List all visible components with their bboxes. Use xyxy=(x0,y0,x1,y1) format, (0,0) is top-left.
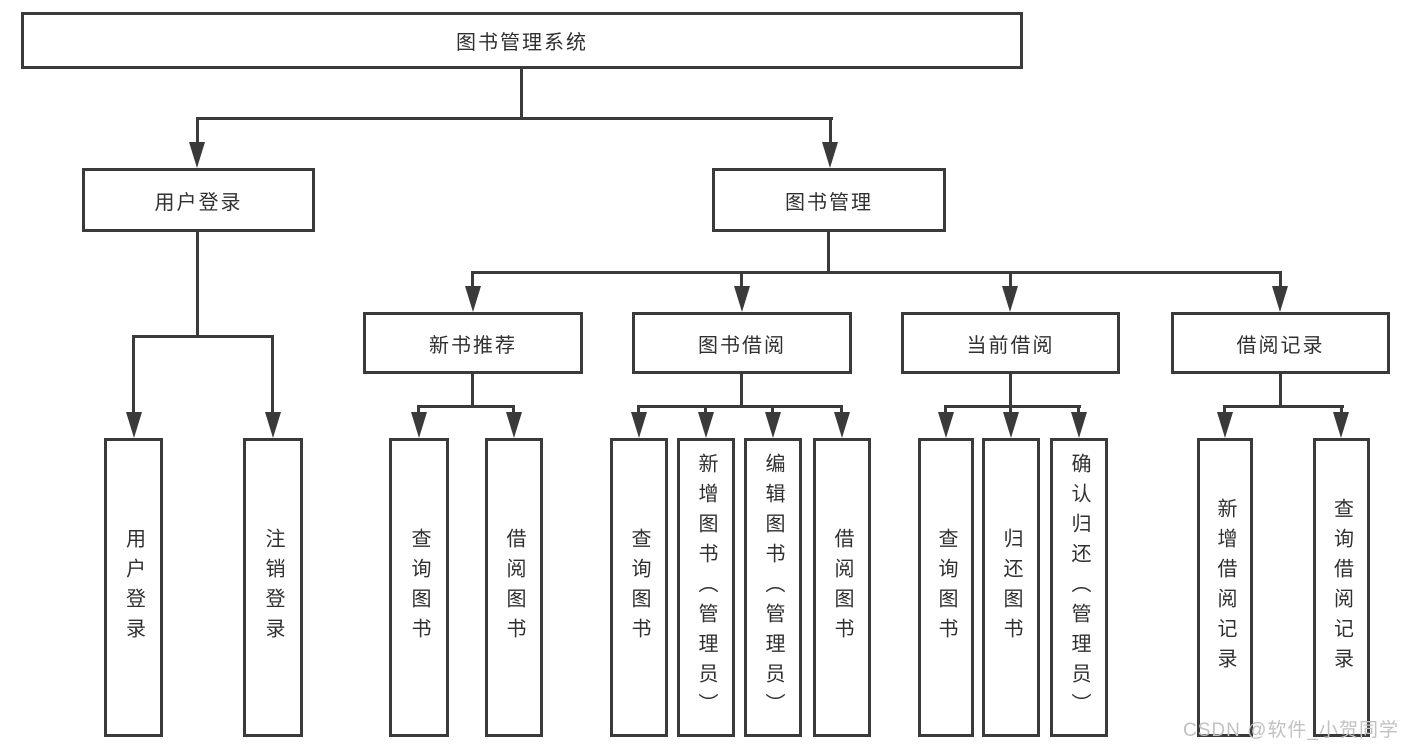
node-label: 借阅记录 xyxy=(1236,334,1325,357)
leaf-user-login: 用户登录 xyxy=(104,438,163,737)
connector-line xyxy=(417,405,420,415)
arrow-down-icon xyxy=(1003,412,1019,438)
arrow-down-icon xyxy=(126,412,142,438)
node-new-book-recommend: 新书推荐 xyxy=(363,312,583,374)
connector-line xyxy=(944,405,947,415)
arrow-down-icon xyxy=(1272,286,1288,312)
arrow-down-icon xyxy=(834,412,850,438)
connector-line xyxy=(1279,373,1282,408)
node-book-management: 图书管理 xyxy=(712,168,946,232)
connector-line xyxy=(271,335,274,415)
leaf-query-books-recommend: 查询图书 xyxy=(389,438,449,737)
arrow-down-icon xyxy=(631,412,647,438)
node-label: 图书管理 xyxy=(785,191,873,214)
arrow-down-icon xyxy=(465,286,481,312)
arrow-down-icon xyxy=(506,412,522,438)
node-label: 查询借阅记录 xyxy=(1330,497,1353,678)
leaf-add-books-admin: 新增图书（管理员） xyxy=(677,438,735,737)
connector-line xyxy=(196,117,833,120)
leaf-confirm-return-admin: 确认归还（管理员） xyxy=(1050,438,1108,737)
node-book-borrow: 图书借阅 xyxy=(632,312,852,374)
connector-line xyxy=(417,405,515,408)
node-label: 查询图书 xyxy=(628,527,650,648)
arrow-down-icon xyxy=(938,412,954,438)
node-label: 新书推荐 xyxy=(429,334,517,357)
connector-line xyxy=(471,373,474,408)
node-label: 归还图书 xyxy=(1000,527,1022,648)
csdn-watermark: CSDN @软件_小贺同学 xyxy=(1183,720,1399,741)
connector-line xyxy=(740,271,743,289)
connector-line xyxy=(1340,405,1343,415)
connector-line xyxy=(471,271,474,289)
node-current-borrow: 当前借阅 xyxy=(901,312,1120,374)
connector-line xyxy=(1223,405,1344,408)
connector-line xyxy=(829,117,832,145)
connector-line xyxy=(132,335,135,415)
node-borrow-records: 借阅记录 xyxy=(1171,312,1390,374)
node-label: 确认归还（管理员） xyxy=(1068,452,1090,723)
connector-line xyxy=(740,373,743,408)
node-label: 查询图书 xyxy=(408,527,430,648)
arrow-down-icon xyxy=(698,412,714,438)
connector-line xyxy=(1223,405,1226,415)
arrow-down-icon xyxy=(1071,412,1087,438)
connector-line xyxy=(196,231,199,338)
node-label: 注销登录 xyxy=(262,527,284,648)
node-label: 查询图书 xyxy=(935,527,957,648)
connector-line xyxy=(944,405,1081,408)
connector-line xyxy=(771,405,774,415)
connector-line xyxy=(471,271,1282,274)
node-label: 图书管理系统 xyxy=(456,32,588,54)
connector-line xyxy=(840,405,843,415)
arrow-down-icon xyxy=(411,412,427,438)
connector-line xyxy=(1077,405,1080,415)
node-label: 当前借阅 xyxy=(966,334,1055,357)
node-label: 编辑图书（管理员） xyxy=(762,452,784,723)
connector-line xyxy=(1009,405,1012,415)
arrow-down-icon xyxy=(822,142,838,168)
connector-line xyxy=(520,68,523,119)
connector-line xyxy=(637,405,843,408)
leaf-logout: 注销登录 xyxy=(243,438,303,737)
leaf-query-books-borrow: 查询图书 xyxy=(610,438,668,737)
arrow-down-icon xyxy=(1217,412,1233,438)
arrow-down-icon xyxy=(765,412,781,438)
connector-line xyxy=(196,117,199,145)
arrow-down-icon xyxy=(265,412,281,438)
node-root: 图书管理系统 xyxy=(21,12,1023,69)
leaf-edit-books-admin: 编辑图书（管理员） xyxy=(744,438,802,737)
connector-line xyxy=(132,335,274,338)
node-label: 图书借阅 xyxy=(698,334,786,357)
leaf-return-books: 归还图书 xyxy=(982,438,1040,737)
node-user-login: 用户登录 xyxy=(82,168,315,232)
arrow-down-icon xyxy=(189,142,205,168)
connector-line xyxy=(1279,271,1282,289)
leaf-add-borrow-record: 新增借阅记录 xyxy=(1197,438,1253,737)
leaf-query-borrow-record: 查询借阅记录 xyxy=(1313,438,1370,737)
leaf-borrow-books-recommend: 借阅图书 xyxy=(485,438,543,737)
connector-line xyxy=(827,231,830,274)
connector-line xyxy=(512,405,515,415)
connector-line xyxy=(637,405,640,415)
arrow-down-icon xyxy=(1002,286,1018,312)
arrow-down-icon xyxy=(734,286,750,312)
leaf-query-books-current: 查询图书 xyxy=(918,438,974,737)
connector-line xyxy=(1009,373,1012,408)
connector-line xyxy=(1009,271,1012,289)
node-label: 新增借阅记录 xyxy=(1214,497,1236,678)
node-label: 借阅图书 xyxy=(503,527,525,648)
leaf-borrow-books: 借阅图书 xyxy=(813,438,871,737)
connector-line xyxy=(704,405,707,415)
node-label: 用户登录 xyxy=(122,527,145,648)
node-label: 用户登录 xyxy=(154,191,243,214)
node-label: 借阅图书 xyxy=(831,527,853,648)
node-label: 新增图书（管理员） xyxy=(695,452,717,723)
arrow-down-icon xyxy=(1333,412,1349,438)
